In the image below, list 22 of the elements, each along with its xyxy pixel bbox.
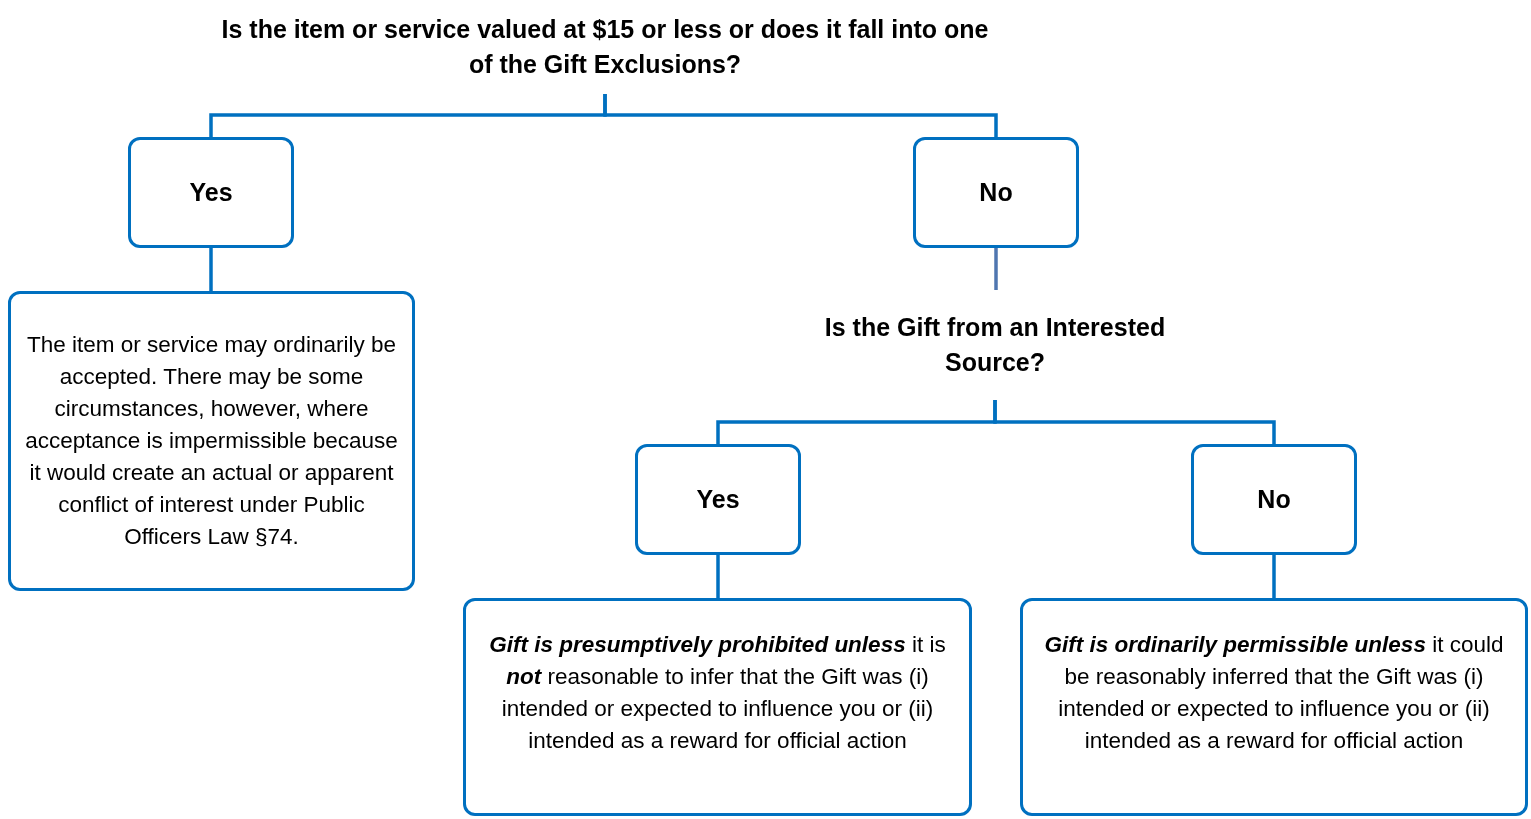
connector-line: [1272, 555, 1276, 598]
connector-line: [993, 400, 1276, 444]
answer-label: Yes: [696, 485, 740, 514]
outcome-box: [8, 291, 415, 591]
answer-label: No: [979, 178, 1013, 207]
outcome-box: [1020, 598, 1528, 816]
answer-box: [1191, 444, 1357, 555]
question-text: Is the Gift from an Interested Source?: [823, 312, 1167, 378]
outcome-text: The item or service may ordinarily be accepted. There may be some circumstances, however, where acceptance is impermissible because it would create an actual or apparent conflict of interest under Public Officers Law §74.: [24, 331, 399, 551]
answer-box: [128, 137, 294, 248]
outcome-text: Gift is presumptively prohibited unless it is not reasonable to infer that the Gift was (i) intended or expected to influence you or (ii) intended as a reward for official action: [488, 631, 947, 755]
outcome-text: Gift is ordinarily permissible unless it could be reasonably inferred that the Gift was (i) intended or expected to influence you or (ii) intended as a reward for official action: [1043, 631, 1505, 755]
answer-label: Yes: [189, 178, 233, 207]
connector-line: [716, 555, 720, 598]
connector-line: [994, 248, 998, 290]
answer-box: [635, 444, 801, 555]
outcome-box: [463, 598, 972, 816]
question-text: Is the item or service valued at $15 or less or does it fall into one of the Gift Exclusions?: [220, 14, 990, 80]
answer-box: [913, 137, 1079, 248]
connector-line: [603, 94, 998, 137]
connector-line: [209, 248, 213, 291]
answer-label: No: [1257, 485, 1291, 514]
